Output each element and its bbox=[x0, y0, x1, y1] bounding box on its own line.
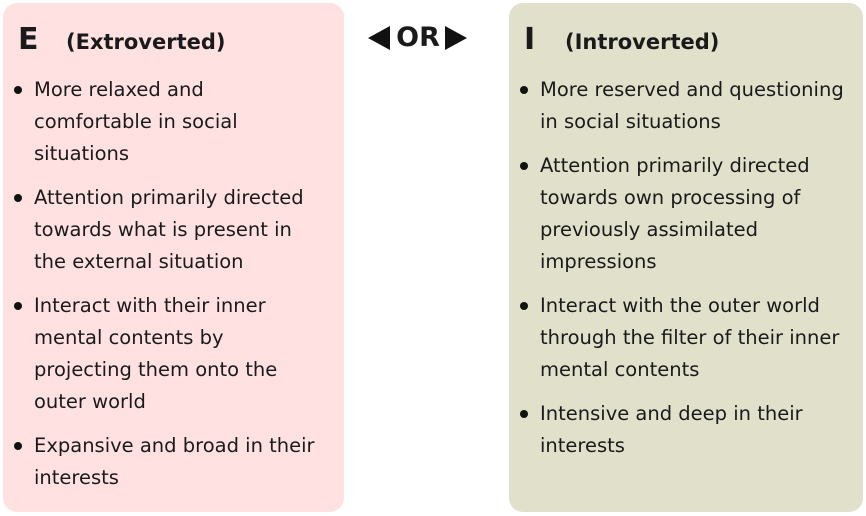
introvert-label: (Introverted) bbox=[565, 30, 720, 54]
bullet-icon bbox=[14, 302, 22, 310]
bullet-icon bbox=[520, 162, 528, 170]
list-item: More reserved and questioning in social … bbox=[509, 74, 854, 138]
list-item: Expansive and broad in their interests bbox=[3, 430, 323, 494]
trait-text: Interact with the outer world through th… bbox=[540, 294, 840, 381]
or-separator: OR bbox=[368, 22, 468, 54]
bullet-icon bbox=[14, 442, 22, 450]
arrow-right-icon bbox=[445, 26, 467, 50]
introvert-letter: I bbox=[524, 22, 536, 57]
extrovert-trait-list: More relaxed and comfortable in social s… bbox=[3, 74, 323, 506]
introvert-trait-list: More reserved and questioning in social … bbox=[509, 74, 854, 474]
list-item: Attention primarily directed towards wha… bbox=[3, 182, 323, 278]
arrow-left-icon bbox=[368, 26, 390, 50]
list-item: More relaxed and comfortable in social s… bbox=[3, 74, 323, 170]
bullet-icon bbox=[14, 86, 22, 94]
list-item: Intensive and deep in their interests bbox=[509, 398, 854, 462]
trait-text: Attention primarily directed towards own… bbox=[540, 154, 810, 273]
trait-text: More relaxed and comfortable in social s… bbox=[34, 78, 238, 165]
or-label: OR bbox=[396, 22, 440, 53]
trait-text: Attention primarily directed towards wha… bbox=[34, 186, 304, 273]
extrovert-letter: E bbox=[18, 22, 39, 57]
bullet-icon bbox=[520, 410, 528, 418]
list-item: Interact with the outer world through th… bbox=[509, 290, 854, 386]
bullet-icon bbox=[14, 194, 22, 202]
trait-text: More reserved and questioning in social … bbox=[540, 78, 844, 133]
extrovert-label: (Extroverted) bbox=[66, 30, 226, 54]
bullet-icon bbox=[520, 302, 528, 310]
trait-text: Intensive and deep in their interests bbox=[540, 402, 803, 457]
bullet-icon bbox=[520, 86, 528, 94]
list-item: Attention primarily directed towards own… bbox=[509, 150, 854, 278]
introvert-card: I (Introverted) More reserved and questi… bbox=[509, 3, 863, 512]
extrovert-card: E (Extroverted) More relaxed and comfort… bbox=[3, 3, 344, 512]
trait-text: Expansive and broad in their interests bbox=[34, 434, 315, 489]
list-item: Interact with their inner mental content… bbox=[3, 290, 323, 418]
trait-text: Interact with their inner mental content… bbox=[34, 294, 278, 413]
